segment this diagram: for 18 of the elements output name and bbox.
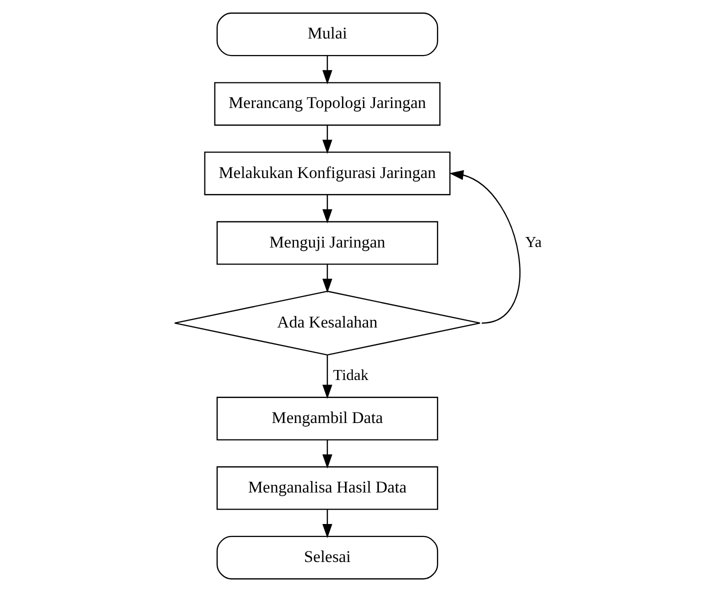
node-box: Melakukan Konfigurasi Jaringan	[204, 152, 451, 196]
node-box: Mengambil Data	[216, 396, 438, 440]
node-box: Menguji Jaringan	[216, 221, 438, 265]
node-box: Menganalisa Hasil Data	[216, 466, 438, 510]
node-box: Merancang Topologi Jaringan	[214, 82, 440, 126]
arrow	[322, 509, 332, 538]
node-box: Mulai	[216, 12, 438, 56]
arrow	[322, 264, 332, 293]
edge-label: Tidak	[333, 367, 368, 384]
arrow	[322, 56, 332, 84]
arrow	[322, 355, 332, 399]
edge-label: Ya	[525, 234, 542, 251]
node-diamond: Ada Kesalahan	[174, 290, 481, 356]
arrow	[322, 125, 332, 154]
arrow	[322, 440, 332, 469]
arrow	[322, 194, 332, 224]
arrow	[449, 170, 520, 324]
node-box: Selesai	[216, 536, 438, 580]
